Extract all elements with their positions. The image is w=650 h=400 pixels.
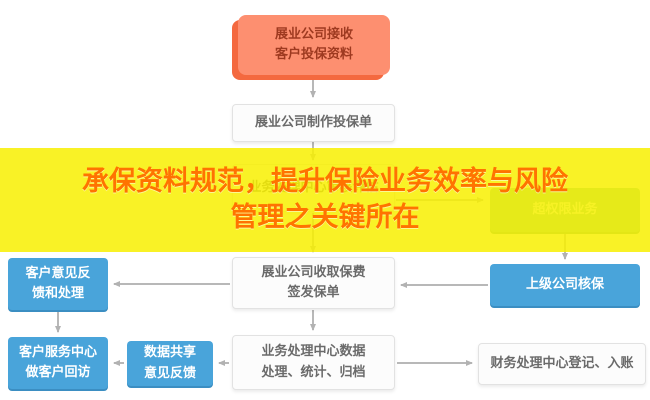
node-data-processing-archive: 业务处理中心数据 处理、统计、归档 <box>232 335 395 390</box>
node-data-sharing-feedback: 数据共享 意见反馈 <box>127 341 213 386</box>
node-collect-premium-issue-policy: 展业公司收取保费 签发保单 <box>232 257 395 309</box>
node-receive-application: 展业公司接收 客户投保资料 <box>238 15 390 75</box>
node-customer-feedback-handling: 客户意见反 馈和处理 <box>8 258 108 310</box>
headline-banner: 承保资料规范，提升保险业务效率与风险 管理之关键所在 <box>0 148 650 252</box>
node-create-policy-form: 展业公司制作投保单 <box>232 104 395 142</box>
headline-text: 承保资料规范，提升保险业务效率与风险 管理之关键所在 <box>82 165 568 233</box>
node-customer-service-callback: 客户服务中心 做客户回访 <box>8 337 108 389</box>
node-superior-company-underwriting: 上级公司核保 <box>490 264 640 306</box>
node-finance-registration: 财务处理中心登记、入账 <box>478 343 646 385</box>
